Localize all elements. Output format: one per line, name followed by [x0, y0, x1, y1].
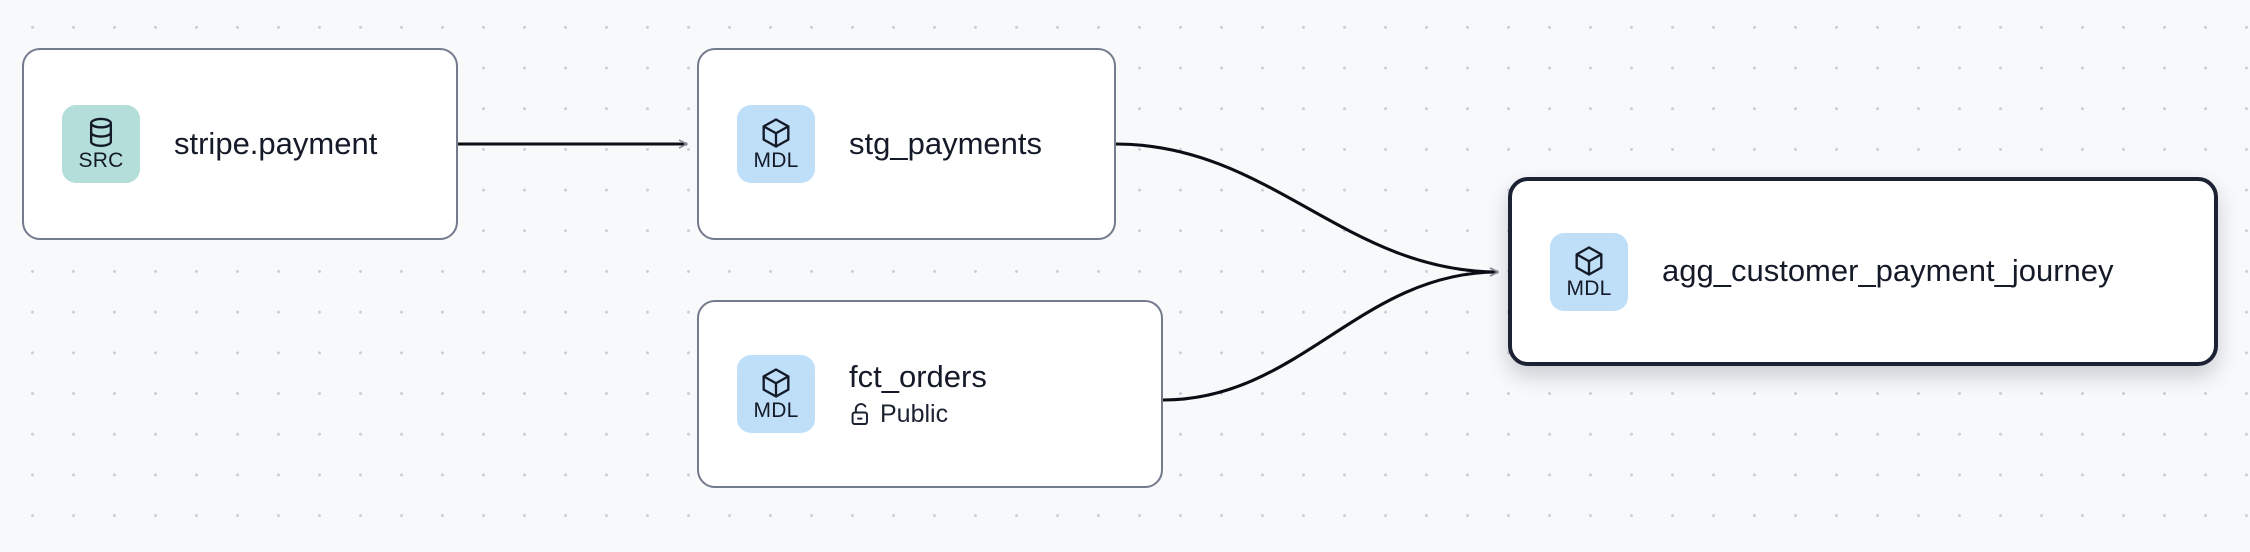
node-body: agg_customer_payment_journey	[1662, 253, 2114, 289]
badge-mdl: MDL	[1550, 232, 1628, 311]
badge-label: MDL	[1566, 276, 1612, 300]
database-icon	[86, 117, 116, 149]
badge-src: SRC	[62, 105, 140, 183]
node-title: agg_customer_payment_journey	[1662, 253, 2114, 289]
node-visibility: Public	[849, 399, 987, 429]
node-title: fct_orders	[849, 358, 987, 394]
node-stripe-payment[interactable]: SRC stripe.payment	[22, 48, 458, 240]
badge-mdl: MDL	[737, 355, 815, 433]
node-stg-payments[interactable]: MDL stg_payments	[697, 48, 1116, 240]
cube-icon	[760, 367, 792, 399]
node-body: stripe.payment	[174, 125, 378, 162]
node-agg-customer-payment-journey[interactable]: MDL agg_customer_payment_journey	[1508, 177, 2218, 366]
badge-mdl: MDL	[737, 105, 815, 183]
unlock-icon	[849, 402, 871, 426]
badge-label: SRC	[78, 149, 124, 172]
visibility-label: Public	[880, 399, 949, 428]
node-title: stg_payments	[849, 125, 1042, 161]
node-body: fct_orders Public	[849, 358, 987, 429]
node-title: stripe.payment	[174, 125, 378, 161]
node-body: stg_payments	[849, 125, 1042, 162]
cube-icon	[760, 117, 792, 149]
badge-label: MDL	[753, 149, 799, 172]
edge-fct-orders-to-agg-customer-payment-journey	[1162, 272, 1498, 402]
badge-label: MDL	[753, 399, 799, 422]
edge-stg-payments-to-agg-customer-payment-journey	[1115, 142, 1498, 272]
cube-icon	[1573, 245, 1605, 277]
node-fct-orders[interactable]: MDL fct_orders Public	[697, 300, 1163, 488]
